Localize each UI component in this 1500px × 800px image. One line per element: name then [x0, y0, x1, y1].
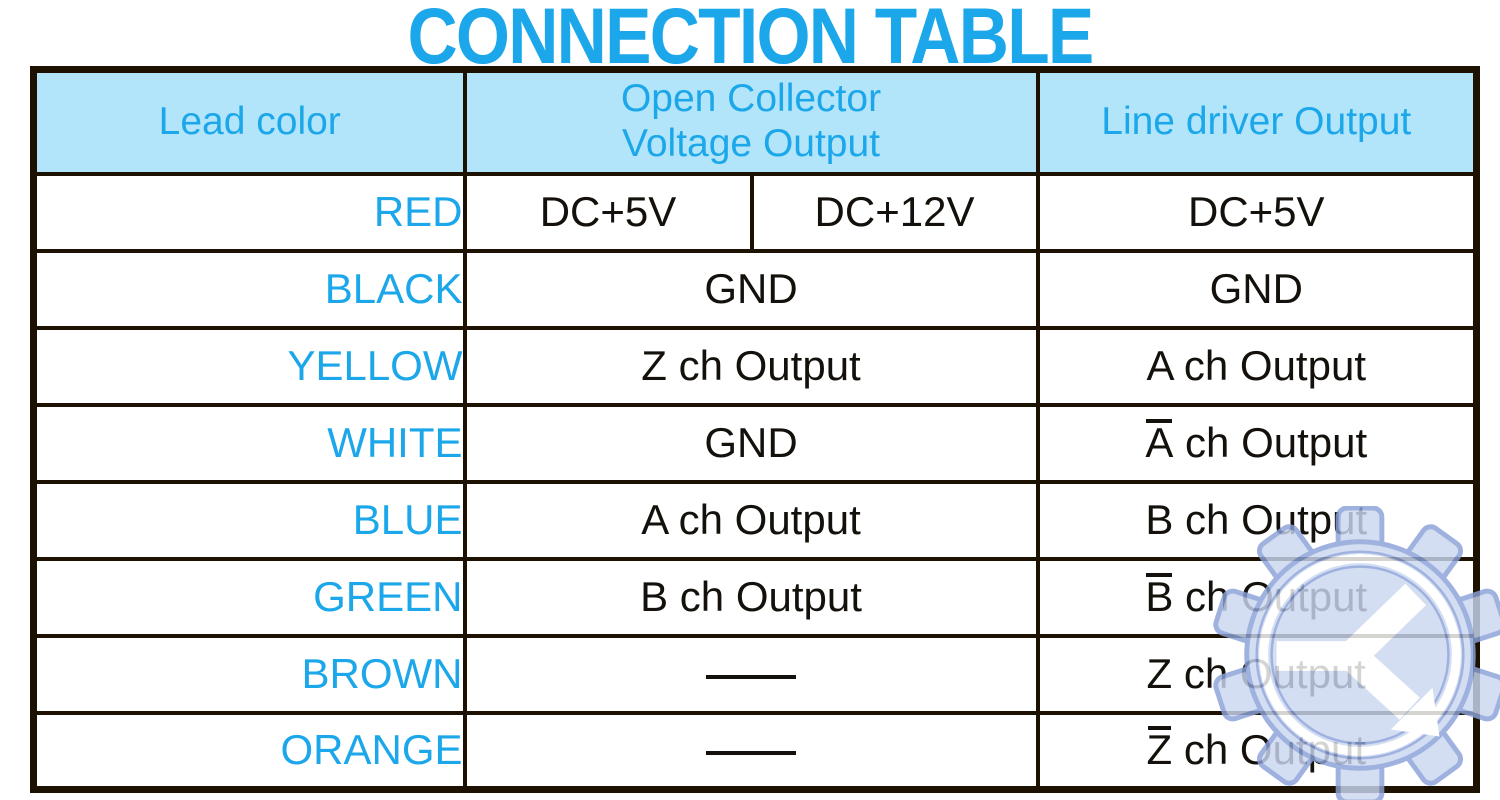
no-connection-cell: [462, 633, 1040, 715]
value-cell: Z ch Output: [1035, 633, 1479, 715]
overlined-letter: A: [1145, 419, 1174, 466]
dash-placeholder: [706, 674, 796, 679]
lead-color-cell: RED: [31, 171, 467, 253]
value-cell: A ch Output: [1035, 325, 1479, 407]
value-cell: GND: [462, 402, 1040, 484]
value-cell: DC+5V: [1035, 171, 1479, 253]
header-row: Lead color Open Collector Voltage Output…: [31, 67, 1479, 176]
connection-table-header: Lead color Open Collector Voltage Output…: [31, 67, 1479, 176]
lead-color-cell: BLACK: [31, 248, 467, 330]
value-cell: GND: [1035, 248, 1479, 330]
value-cell: B ch Output: [1035, 556, 1479, 638]
value-cell: B ch Output: [1035, 479, 1479, 561]
lead-color-cell: ORANGE: [31, 710, 467, 792]
overlined-letter: Z: [1146, 726, 1173, 774]
overlined-letter: B: [1145, 573, 1174, 620]
table-row: BROWN Z ch Output: [31, 633, 1479, 715]
connection-table: Lead color Open Collector Voltage Output…: [30, 66, 1481, 793]
header-open-collector-line2: Voltage Output: [621, 122, 881, 166]
value-cell: GND: [462, 248, 1040, 330]
value-cell: Z ch Output: [462, 325, 1040, 407]
value-cell: DC+5V: [462, 171, 754, 253]
value-cell: Z ch Output: [1035, 710, 1479, 792]
value-cell: B ch Output: [462, 556, 1040, 638]
table-row: ORANGE Z ch Output: [31, 710, 1479, 792]
header-line-driver: Line driver Output: [1035, 67, 1479, 176]
header-lead-color: Lead color: [31, 67, 467, 176]
value-cell: DC+12V: [749, 171, 1040, 253]
lead-color-cell: YELLOW: [31, 325, 467, 407]
lead-color-cell: BLUE: [31, 479, 467, 561]
lead-color-cell: GREEN: [31, 556, 467, 638]
header-open-collector-line1: Open Collector: [620, 77, 882, 121]
lead-color-cell: BROWN: [31, 633, 467, 715]
dash-placeholder: [706, 751, 796, 756]
value-cell: A ch Output: [462, 479, 1040, 561]
header-open-collector: Open Collector Voltage Output: [462, 67, 1040, 176]
no-connection-cell: [462, 710, 1040, 792]
lead-color-cell: WHITE: [31, 402, 467, 484]
value-cell: A ch Output: [1035, 402, 1479, 484]
